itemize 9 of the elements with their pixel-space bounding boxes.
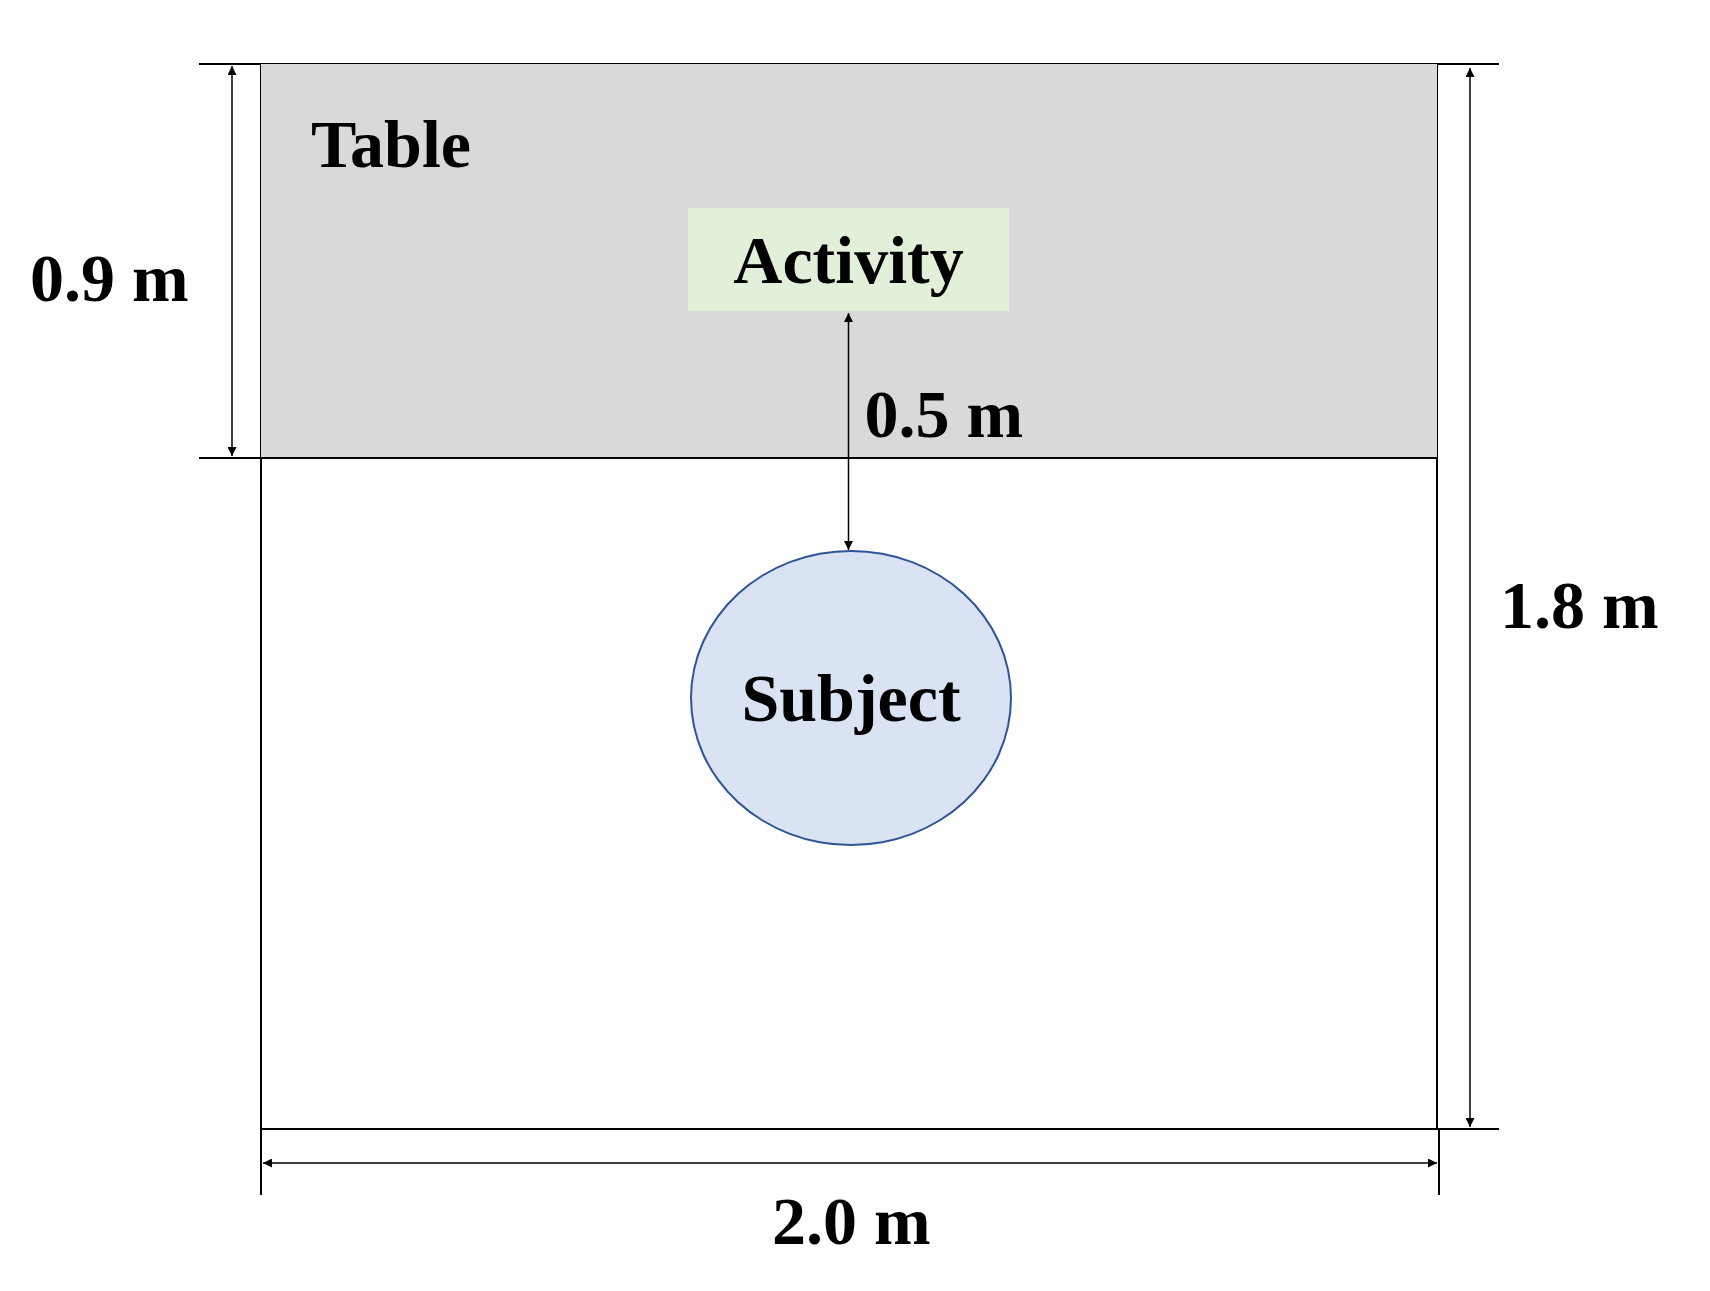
double-arrow (844, 312, 853, 551)
subject-circle: Subject (690, 550, 1012, 846)
dimension-label: 2.0 m (772, 1187, 931, 1255)
area-title: Table (311, 110, 471, 178)
edge-label: 0.5 m (864, 380, 1024, 448)
table-area (261, 64, 1437, 458)
activity-box: Activity (688, 208, 1009, 311)
dimension-label: 1.8 m (1500, 571, 1659, 639)
dimension-label: 0.9 m (30, 244, 189, 312)
